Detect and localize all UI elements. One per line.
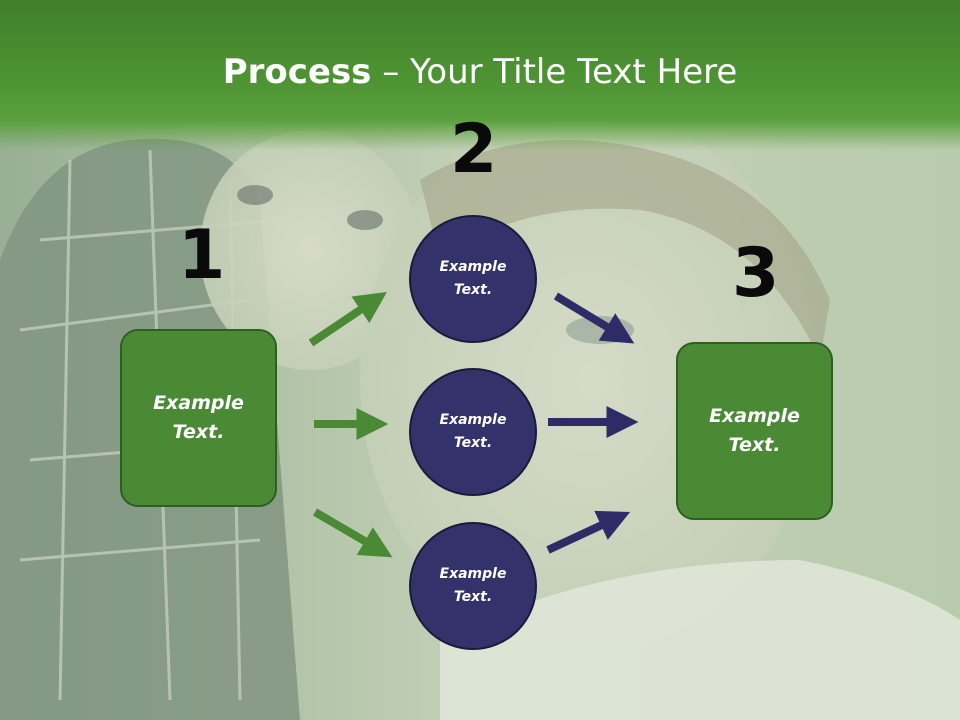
arrow-navy-down [553, 292, 635, 344]
right-box-line2: Text. [728, 434, 781, 456]
left-box-line2: Text. [172, 421, 225, 443]
arrow-green-up [308, 291, 387, 347]
slide-title: Process – Your Title Text Here [0, 52, 960, 92]
circle-3-line2: Text. [453, 589, 493, 605]
circle-3-line1: Example [439, 566, 507, 582]
right-box-line1: Example [709, 405, 800, 427]
arrow-navy-up [546, 510, 631, 554]
title-bold: Process [222, 52, 372, 92]
title-rest: – Your Title Text Here [371, 52, 738, 92]
arrow-green-down [312, 508, 393, 558]
step-number-2: 2 [450, 110, 498, 189]
circle-2-line2: Text. [453, 435, 493, 451]
left-box-line1: Example [153, 392, 244, 414]
circle-1-line2: Text. [453, 282, 493, 298]
title-banner [0, 0, 960, 150]
circle-2-line1: Example [439, 412, 507, 428]
circle-1-line1: Example [439, 259, 507, 275]
step-number-1: 1 [178, 216, 226, 295]
step-number-3: 3 [732, 234, 780, 313]
